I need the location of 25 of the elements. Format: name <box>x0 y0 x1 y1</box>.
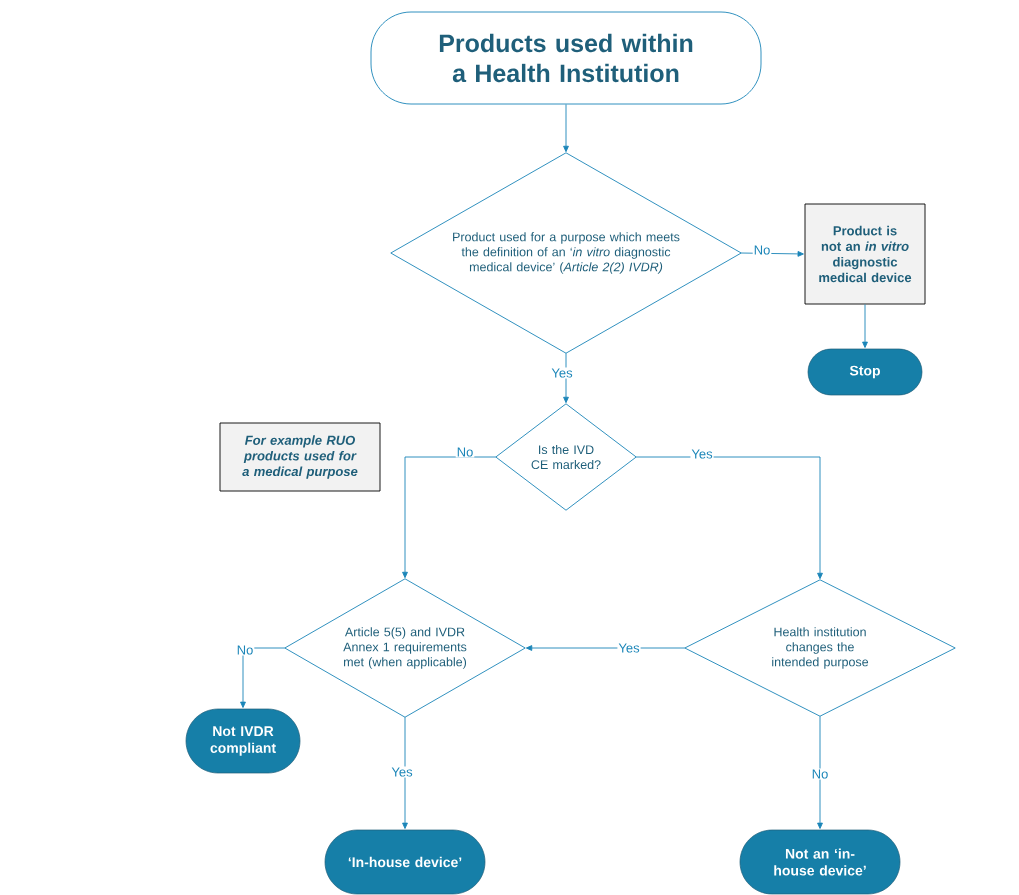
edge-label: No <box>235 644 255 656</box>
end-terminator: Not an ‘in-house device’ <box>739 829 901 895</box>
edge-label: No <box>455 446 475 458</box>
edge-label: No <box>810 768 830 780</box>
arrow <box>635 456 823 580</box>
edge-label: Yes <box>617 642 641 654</box>
arrow <box>563 104 569 153</box>
arrow <box>817 715 823 829</box>
arrow <box>563 352 569 404</box>
start-terminator: Products used within a Health Institution <box>370 11 762 105</box>
arrow <box>525 645 686 651</box>
arrow <box>402 456 497 579</box>
edge-label: Yes <box>550 367 574 379</box>
arrow <box>240 647 286 708</box>
edge-label: Yes <box>390 766 414 778</box>
end-terminator: Not IVDR compliant <box>185 708 301 774</box>
end-terminator: ‘In-house device’ <box>324 829 486 895</box>
note-box: For example RUO products used for a medical purpose <box>219 422 381 492</box>
end-terminator: Stop <box>807 348 923 396</box>
arrow <box>740 251 804 257</box>
edge-label: No <box>752 244 772 256</box>
arrow <box>862 304 868 348</box>
outcome-box: Product is not an in vitro diagnostic medical device <box>804 203 926 305</box>
arrow <box>402 716 408 829</box>
edge-label: Yes <box>690 448 714 460</box>
